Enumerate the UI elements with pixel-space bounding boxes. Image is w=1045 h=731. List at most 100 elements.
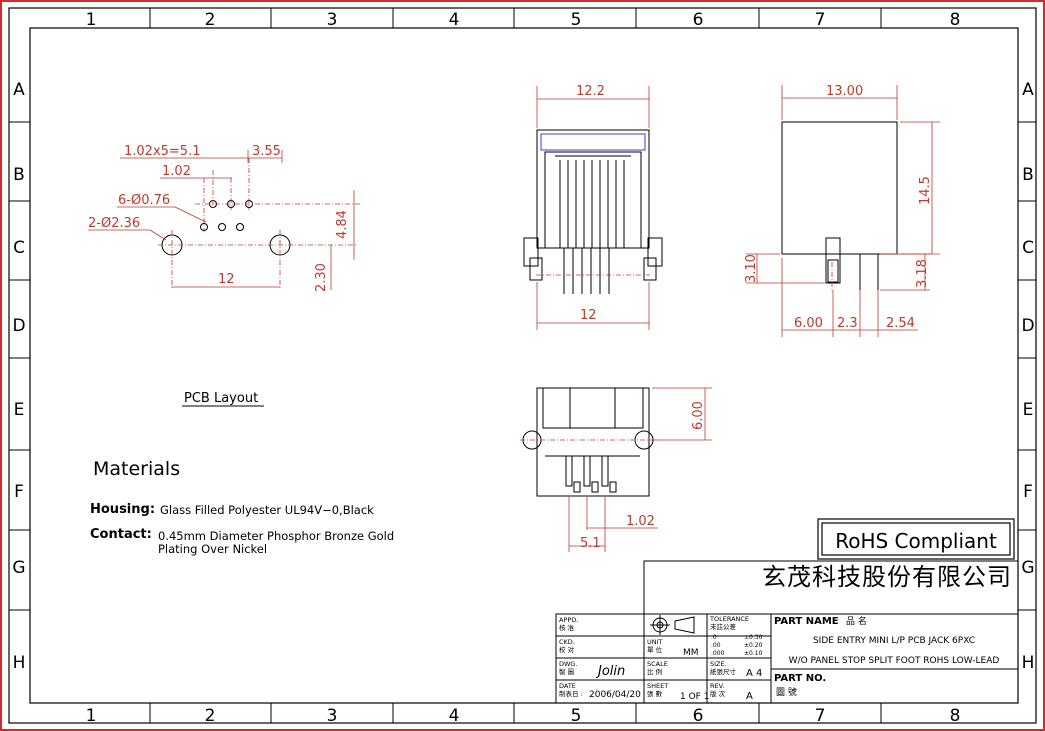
row-label: B bbox=[1022, 165, 1034, 185]
side-dim-b2: 2.3 bbox=[837, 316, 858, 331]
col-label: 2 bbox=[205, 706, 216, 726]
side-dim-top: 13.00 bbox=[826, 84, 863, 99]
ckd-label-cn: 校 对 bbox=[559, 645, 575, 654]
column-labels-bottom: 1 2 3 4 5 6 7 8 bbox=[86, 706, 961, 726]
side-dim-right: 3.18 bbox=[915, 259, 930, 288]
pcb-layout-view: 1.02x5=5.1 1.02 3.55 6-Ø0.76 2-Ø2.36 12 … bbox=[88, 144, 360, 407]
part-no-label-cn: 圖 號 bbox=[776, 686, 797, 698]
part-name-label-cn: 品 名 bbox=[846, 615, 867, 627]
col-label: 6 bbox=[693, 10, 704, 30]
side-dim-b3: 2.54 bbox=[886, 316, 915, 331]
row-labels-left: A B C D E F G H bbox=[12, 80, 25, 673]
rohs-text: RoHS Compliant bbox=[835, 529, 997, 553]
dim-pitch-total: 1.02x5=5.1 bbox=[124, 144, 200, 159]
part-no-label: PART NO. bbox=[774, 673, 826, 684]
title-block-text: 玄茂科技股份有限公司 APPD. 核 准 CKD. 校 对 DWG. 製 圖 J… bbox=[559, 563, 1012, 702]
contact-label: Contact: bbox=[90, 527, 152, 542]
side-dim-b1: 6.00 bbox=[794, 316, 823, 331]
size-label: SIZE. bbox=[710, 660, 727, 668]
tol-value: ±0.20 bbox=[744, 642, 763, 649]
dim-post-holes: 2-Ø2.36 bbox=[88, 216, 140, 231]
company-name: 玄茂科技股份有限公司 bbox=[762, 563, 1012, 591]
drawing-frame bbox=[29, 27, 1019, 704]
part-desc-1: SIDE ENTRY MINI L/P PCB JACK 6PXC bbox=[813, 636, 975, 646]
appd-label-cn: 核 准 bbox=[559, 623, 575, 632]
appd-label: APPD. bbox=[559, 616, 578, 624]
col-label: 2 bbox=[205, 10, 216, 30]
unit-label-cn: 單 位 bbox=[647, 645, 663, 654]
front-view: 12.2 12 bbox=[523, 84, 663, 330]
col-label: 3 bbox=[327, 706, 338, 726]
unit-label: UNIT bbox=[647, 638, 663, 646]
row-label: G bbox=[12, 558, 25, 578]
size-value: A 4 bbox=[746, 668, 762, 679]
row-label: G bbox=[1021, 558, 1034, 578]
col-label: 3 bbox=[327, 10, 338, 30]
row-label: D bbox=[12, 316, 25, 336]
dim-post-spacing: 12 bbox=[218, 272, 235, 287]
sheet-value: 1 OF 1 bbox=[680, 692, 709, 702]
row-label: D bbox=[1021, 316, 1034, 336]
dim-height-2: 2.30 bbox=[314, 263, 329, 292]
bottom-dim-depth: 6.00 bbox=[691, 401, 706, 430]
col-label: 8 bbox=[950, 706, 961, 726]
row-label: F bbox=[14, 482, 24, 502]
date-label: DATE bbox=[559, 682, 576, 690]
rev-value: A bbox=[746, 691, 753, 702]
dim-height-1: 4.84 bbox=[335, 210, 350, 239]
scale-label: SCALE bbox=[647, 660, 668, 668]
column-labels-top: 1 2 3 4 5 6 7 8 bbox=[86, 10, 961, 30]
pin-hole bbox=[236, 223, 244, 231]
grid-frame bbox=[8, 7, 1037, 724]
row-label: A bbox=[1022, 80, 1034, 100]
col-label: 1 bbox=[86, 706, 97, 726]
tolerance-label-cn: 未註公差 bbox=[710, 622, 737, 631]
materials-section: Materials Housing: Glass Filled Polyeste… bbox=[90, 458, 394, 556]
scale-label-cn: 比 例 bbox=[647, 667, 662, 676]
col-label: 4 bbox=[449, 10, 460, 30]
contact-value-1: 0.45mm Diameter Phosphor Bronze Gold bbox=[158, 529, 394, 543]
date-label-cn: 制表日 : bbox=[559, 689, 583, 698]
row-label: H bbox=[1022, 653, 1035, 673]
pin-hole bbox=[218, 223, 226, 231]
row-labels-right: A B C D E F G H bbox=[1021, 80, 1034, 673]
tolerance-label: TOLERANCE bbox=[709, 615, 749, 623]
col-label: 4 bbox=[449, 706, 460, 726]
row-label: C bbox=[13, 238, 25, 258]
col-label: 7 bbox=[815, 706, 826, 726]
bottom-dim-span: 5.1 bbox=[580, 536, 601, 551]
dim-pitch: 1.02 bbox=[162, 164, 191, 179]
tol-value: ±0.30 bbox=[744, 634, 763, 641]
side-dim-height: 14.5 bbox=[918, 176, 933, 205]
tol-key: .000 bbox=[711, 650, 725, 657]
dwg-label-cn: 製 圖 bbox=[559, 667, 574, 676]
rev-label-cn: 版 次 bbox=[710, 689, 726, 698]
col-label: 8 bbox=[950, 10, 961, 30]
row-label: C bbox=[1022, 238, 1034, 258]
tol-key: .00 bbox=[711, 642, 721, 649]
col-label: 5 bbox=[571, 706, 582, 726]
contact-value-2: Plating Over Nickel bbox=[158, 542, 267, 556]
col-label: 5 bbox=[571, 10, 582, 30]
front-dim-bottom: 12 bbox=[580, 308, 597, 323]
materials-title: Materials bbox=[93, 458, 180, 480]
sheet-label-cn: 張 數 bbox=[647, 689, 663, 698]
tol-value: ±0.10 bbox=[744, 650, 763, 657]
title-block bbox=[555, 560, 1019, 704]
row-label: F bbox=[1023, 482, 1033, 502]
row-label: H bbox=[13, 653, 26, 673]
date-value: 2006/04/20 bbox=[589, 690, 641, 700]
pcb-layout-title: PCB Layout bbox=[184, 391, 258, 406]
dim-pin-holes: 6-Ø0.76 bbox=[118, 193, 170, 208]
part-desc-2: W/O PANEL STOP SPLIT FOOT ROHS LOW-LEAD bbox=[789, 656, 1000, 666]
unit-value: MM bbox=[683, 648, 699, 658]
col-label: 1 bbox=[86, 10, 97, 30]
col-label: 6 bbox=[693, 706, 704, 726]
row-label: E bbox=[1023, 400, 1034, 420]
row-label: B bbox=[13, 165, 25, 185]
row-label: E bbox=[14, 400, 25, 420]
dwg-signature: Jolin bbox=[595, 664, 625, 679]
row-label: A bbox=[13, 80, 25, 100]
